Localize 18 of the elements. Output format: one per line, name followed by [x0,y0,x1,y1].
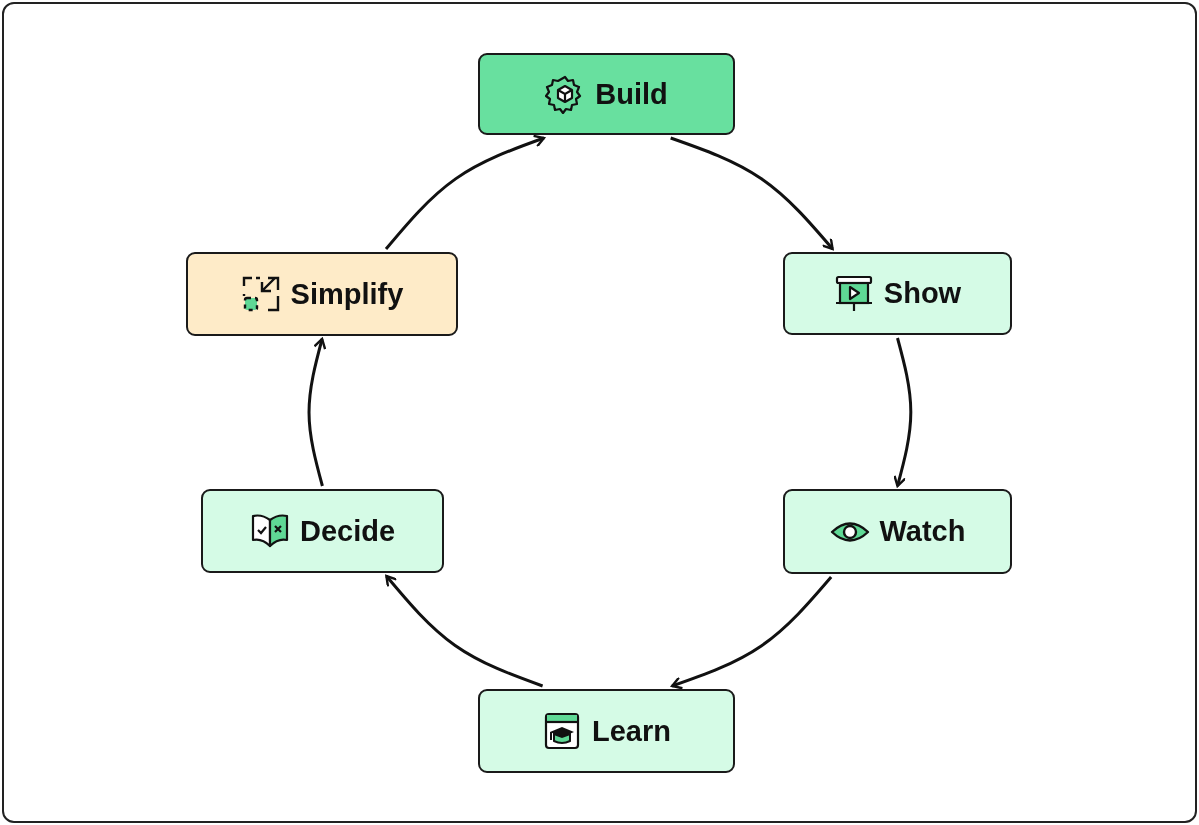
process-box [478,53,735,135]
step-label: Build [595,77,668,111]
step-label: Decide [299,514,396,548]
step-label: Simplify [290,277,404,311]
process-box [783,252,1012,335]
arrow [307,337,327,487]
process-box [783,489,1012,574]
arrow [385,574,544,688]
process-box [186,252,458,336]
arrow [670,136,834,251]
arrow [670,576,833,690]
process-box [201,489,444,573]
process-box [478,689,735,773]
step-label: Watch [879,515,966,548]
arrow [384,134,546,250]
arrow [893,337,913,488]
step-label: Show [883,277,962,310]
step-label: Learn [592,714,671,748]
